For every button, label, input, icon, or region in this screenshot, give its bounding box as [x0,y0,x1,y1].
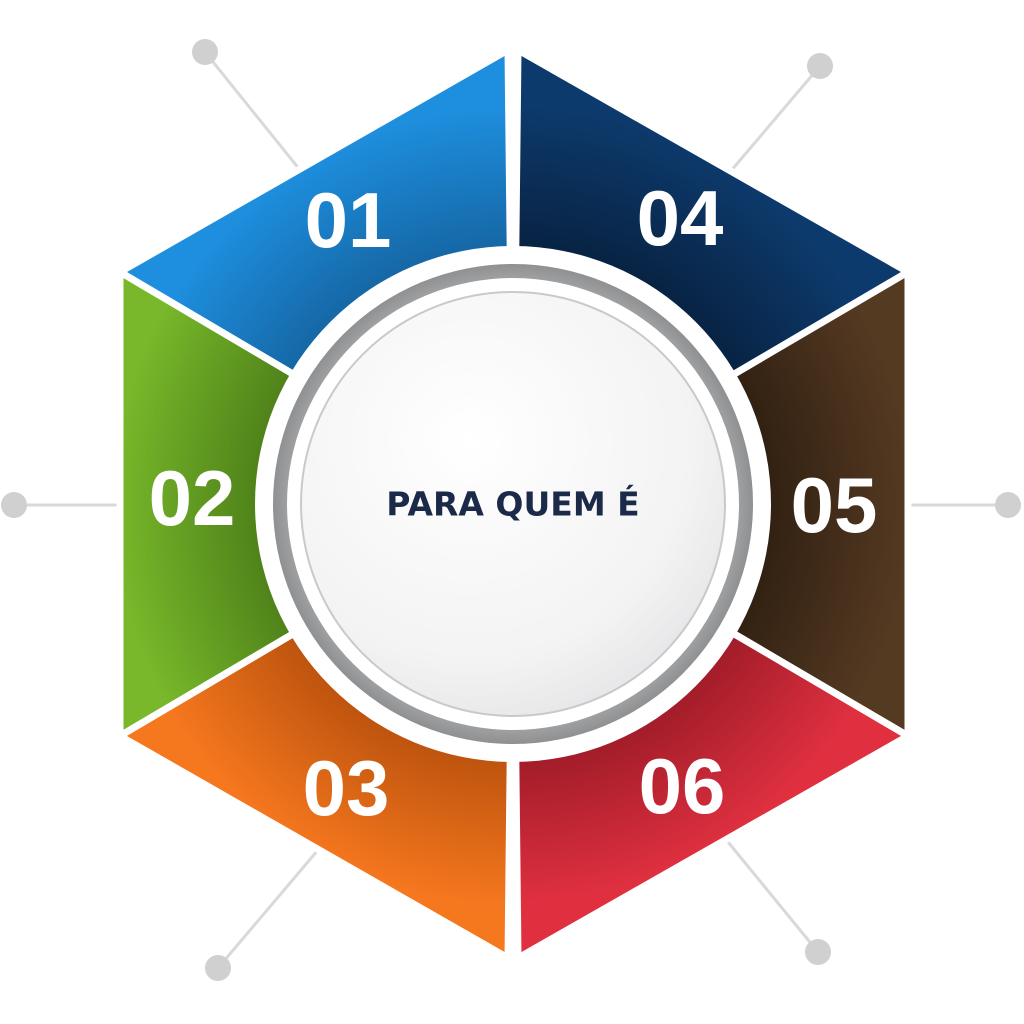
connector-dot [192,39,218,65]
segment-number-05: 05 [791,461,878,549]
connector-bottom-right [726,841,831,965]
connectors [1,39,1021,981]
segment-number-04: 04 [637,174,724,262]
connector-dot [805,939,831,965]
segment-number-06: 06 [639,742,726,830]
connector-top-left [192,39,302,171]
connector-dot [205,955,231,981]
connector-left [1,492,120,518]
center-title: PARA QUEM É [386,484,639,524]
connector-bottom-left [205,849,320,981]
segment-number-02: 02 [149,454,236,542]
center-disc [300,291,726,717]
connector-right [908,492,1021,518]
connector-dot [1,492,27,518]
center-badge: PARA QUEM É [255,246,771,762]
connector-dot [995,492,1021,518]
connector-dot [807,53,833,79]
segment-numbers: 01 02 03 04 05 06 [149,174,878,832]
segment-number-03: 03 [303,744,390,832]
connector-top-right [728,53,833,173]
segment-number-01: 01 [305,176,392,264]
